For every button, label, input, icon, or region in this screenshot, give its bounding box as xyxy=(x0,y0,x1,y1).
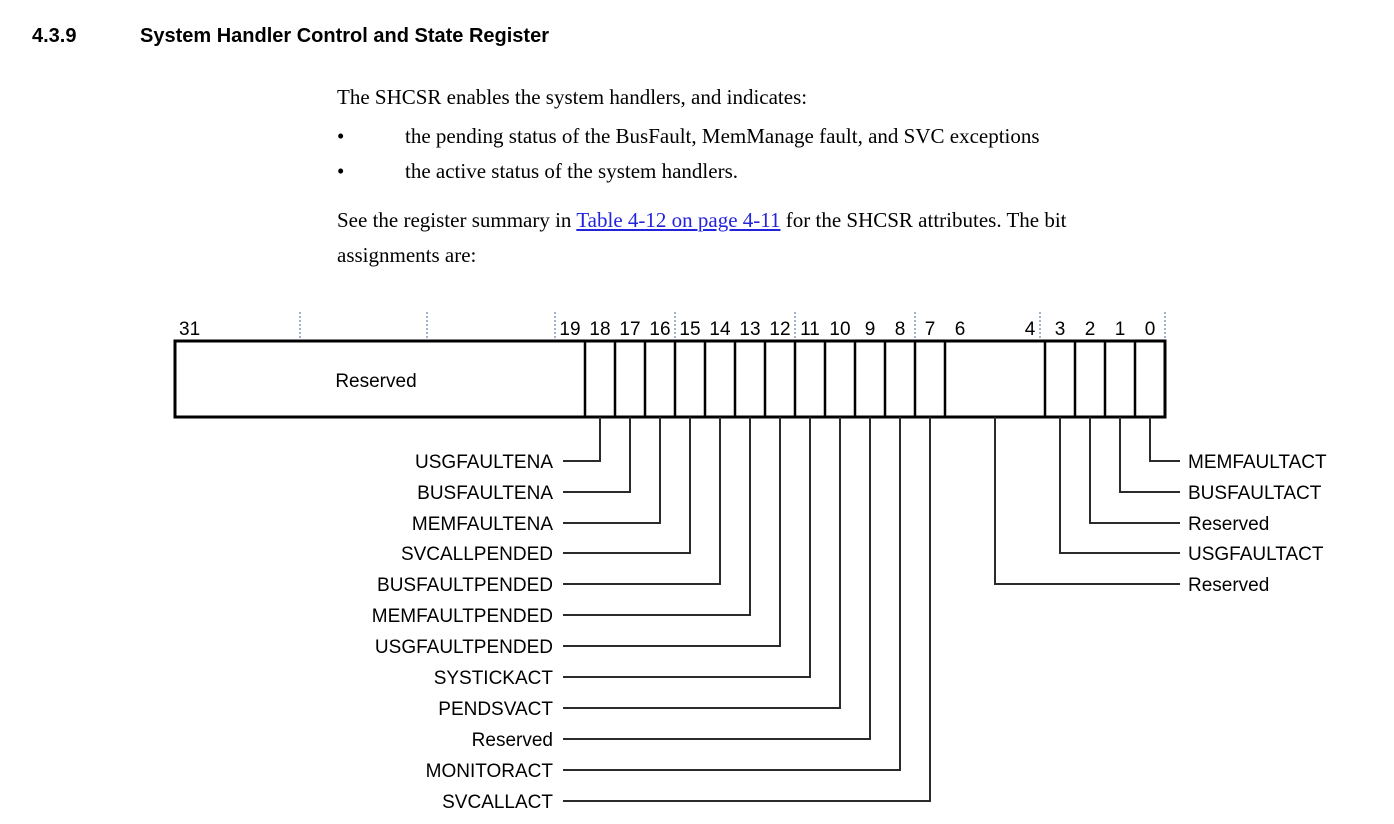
callout-label: PENDSVACT xyxy=(438,699,553,720)
bit-cell-dividers xyxy=(583,341,1137,417)
callout-svcallact: SVCALLACT xyxy=(442,417,931,813)
bullet-icon: • xyxy=(337,159,345,183)
bit-number: 18 xyxy=(589,319,610,340)
callout-svcallpended: SVCALLPENDED xyxy=(401,417,691,565)
summary-paragraph-line2: assignments are: xyxy=(337,243,477,267)
page-title: 4.3.9 System Handler Control and State Re… xyxy=(32,24,1232,48)
callout-label: USGFAULTACT xyxy=(1188,544,1324,565)
body-text: The SHCSR enables the system handlers, a… xyxy=(337,80,1317,273)
callout-monitoract: MONITORACT xyxy=(426,417,901,782)
bit-number: 3 xyxy=(1055,319,1066,340)
bit-number: 17 xyxy=(619,319,640,340)
callout-reserved-bits6-4: Reserved xyxy=(994,417,1269,596)
bit-number: 31 xyxy=(179,319,200,340)
callout-label: USGFAULTPENDED xyxy=(375,637,553,658)
bit-number: 16 xyxy=(649,319,670,340)
callout-label: Reserved xyxy=(1188,514,1269,535)
register-box xyxy=(173,339,1167,419)
callout-usgfaultpended: USGFAULTPENDED xyxy=(375,417,781,658)
bit-number: 7 xyxy=(925,319,936,340)
callout-busfaultpended: BUSFAULTPENDED xyxy=(377,417,721,596)
register-bit-diagram: 31 19 18 17 16 15 14 13 12 11 10 9 8 7 6… xyxy=(0,296,1394,824)
list-item-label: the pending status of the BusFault, MemM… xyxy=(405,124,1040,148)
reserved-field-label: Reserved xyxy=(335,371,416,392)
callout-reserved-bit2: Reserved xyxy=(1089,417,1269,535)
callout-label: SVCALLPENDED xyxy=(401,544,553,565)
callout-label: MEMFAULTACT xyxy=(1188,452,1327,473)
callout-label: USGFAULTENA xyxy=(415,452,553,473)
bit-number: 0 xyxy=(1145,319,1156,340)
callout-label: SYSTICKACT xyxy=(434,668,554,689)
bit-number: 1 xyxy=(1115,319,1126,340)
bit-number: 14 xyxy=(709,319,731,340)
list-item-label: the active status of the system handlers… xyxy=(405,159,738,183)
nibble-tick-marks xyxy=(299,312,1166,340)
bit-number: 2 xyxy=(1085,319,1096,340)
bit-number: 11 xyxy=(800,319,820,340)
callout-label: Reserved xyxy=(1188,575,1269,596)
bit-number: 13 xyxy=(739,319,760,340)
callout-label: MONITORACT xyxy=(426,761,554,782)
intro-paragraph: The SHCSR enables the system handlers, a… xyxy=(337,85,808,109)
bit-number: 6 xyxy=(955,319,966,340)
paragraph-spacer xyxy=(337,189,1317,203)
bit-number: 15 xyxy=(679,319,700,340)
bit-number: 10 xyxy=(829,319,850,340)
list-item: • the pending status of the BusFault, Me… xyxy=(337,119,1317,154)
bit-number: 9 xyxy=(865,319,876,340)
callout-label: MEMFAULTENA xyxy=(412,514,553,535)
summary-paragraph: See the register summary in Table 4-12 o… xyxy=(337,203,1317,238)
callout-systickact: SYSTICKACT xyxy=(434,417,811,689)
callout-pendsvact: PENDSVACT xyxy=(438,417,841,720)
callout-label: Reserved xyxy=(472,730,553,751)
bit-number: 4 xyxy=(1025,319,1036,340)
section-number: 4.3.9 xyxy=(32,25,77,47)
callout-memfaultpended: MEMFAULTPENDED xyxy=(372,417,751,627)
bit-number: 19 xyxy=(559,319,580,340)
callout-busfaultact: BUSFAULTACT xyxy=(1119,417,1322,504)
section-title: System Handler Control and State Registe… xyxy=(140,25,549,47)
callout-label: MEMFAULTPENDED xyxy=(372,606,553,627)
callout-reserved-bit9: Reserved xyxy=(472,417,871,751)
callout-memfaultena: MEMFAULTENA xyxy=(412,417,661,535)
callout-usgfaultena: USGFAULTENA xyxy=(415,417,601,473)
callout-busfaultena: BUSFAULTENA xyxy=(417,417,631,504)
callout-label: BUSFAULTACT xyxy=(1188,483,1322,504)
callout-memfaultact: MEMFAULTACT xyxy=(1149,417,1327,473)
callout-label: BUSFAULTPENDED xyxy=(377,575,553,596)
callout-label: SVCALLACT xyxy=(442,792,553,813)
bit-number-ruler: 31 19 18 17 16 15 14 13 12 11 10 9 8 7 6… xyxy=(179,319,1155,340)
table-cross-reference-link[interactable]: Table 4-12 on page 4-11 xyxy=(576,208,781,232)
callout-label: BUSFAULTENA xyxy=(417,483,553,504)
callout-usgfaultact: USGFAULTACT xyxy=(1059,417,1324,565)
summary-prefix: See the register summary in xyxy=(337,208,577,232)
bit-number: 12 xyxy=(769,319,790,340)
bullet-icon: • xyxy=(337,124,345,148)
bit-number: 8 xyxy=(895,319,906,340)
summary-suffix: for the SHCSR attributes. The bit xyxy=(780,208,1067,232)
list-item: • the active status of the system handle… xyxy=(337,154,1317,189)
